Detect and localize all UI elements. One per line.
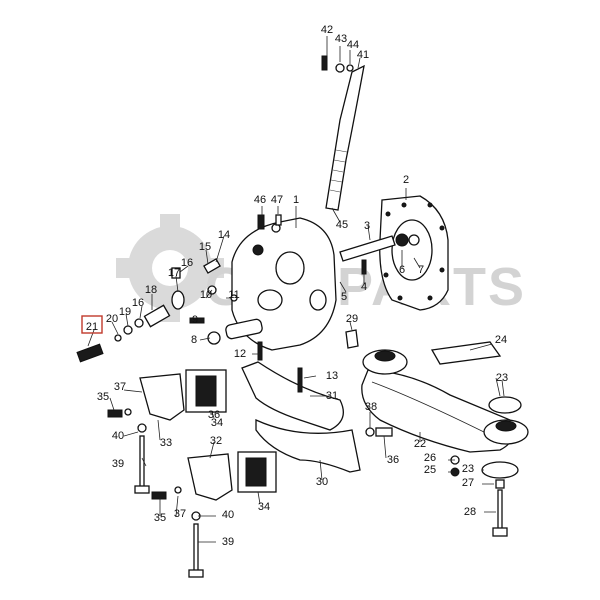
callout-47: 47 (271, 194, 283, 206)
clip-part (345, 329, 359, 349)
callout-29: 29 (346, 313, 358, 325)
callout-32: 32 (210, 435, 222, 447)
shaft-part (339, 235, 396, 262)
callout-18: 18 (145, 284, 157, 296)
callout-22: 22 (414, 438, 426, 450)
callout-14: 14 (218, 229, 230, 241)
strap-part (321, 55, 365, 211)
highlight-box (81, 315, 103, 334)
callout-38: 38 (365, 401, 377, 413)
callout-23: 23 (496, 372, 508, 384)
callout-36: 36 (208, 409, 220, 421)
callout-36: 36 (387, 454, 399, 466)
callout-17: 17 (168, 267, 180, 279)
callout-23: 23 (462, 463, 474, 475)
callout-43: 43 (335, 33, 347, 45)
rubber-mount-upper (107, 369, 227, 494)
callout-27: 27 (462, 477, 474, 489)
callout-40: 40 (222, 509, 234, 521)
callout-7: 7 (418, 264, 424, 276)
callout-26: 26 (424, 452, 436, 464)
callout-35: 35 (97, 391, 109, 403)
callout-12: 12 (234, 348, 246, 360)
callout-16: 16 (181, 257, 193, 269)
callout-24: 24 (495, 334, 507, 346)
callout-46: 46 (254, 194, 266, 206)
callout-13: 13 (326, 370, 338, 382)
callout-39: 39 (112, 458, 124, 470)
callout-34: 34 (211, 417, 223, 429)
callout-8: 8 (191, 334, 197, 346)
callout-37: 37 (174, 508, 186, 520)
callout-21-highlighted: 21 (86, 321, 98, 333)
callout-20: 20 (106, 313, 118, 325)
side-cover (379, 195, 449, 311)
pin-part (361, 259, 367, 275)
callout-35: 35 (154, 512, 166, 524)
callout-31: 31 (326, 390, 338, 402)
callout-6: 6 (399, 264, 405, 276)
callout-1: 1 (293, 194, 299, 206)
callout-28: 28 (464, 506, 476, 518)
callout-11: 11 (228, 289, 239, 301)
callout-10: 10 (200, 289, 212, 301)
callout-39: 39 (222, 536, 234, 548)
callout-15: 15 (199, 241, 211, 253)
callout-37: 37 (114, 381, 126, 393)
callout-34: 34 (258, 501, 270, 513)
bracket-part (430, 341, 502, 365)
mount-bracket (241, 361, 393, 473)
leader-lines (87, 36, 505, 543)
callout-40: 40 (112, 430, 124, 442)
callout-45: 45 (336, 219, 348, 231)
callout-19: 19 (119, 306, 131, 318)
callout-4: 4 (361, 281, 367, 293)
selector-parts (76, 258, 263, 363)
callout-2: 2 (403, 174, 409, 186)
transmission-housing (231, 214, 337, 351)
callout-5: 5 (341, 291, 347, 303)
callout-44: 44 (347, 39, 359, 51)
callout-41: 41 (357, 49, 369, 61)
callout-9: 9 (192, 314, 198, 326)
callout-33: 33 (160, 437, 172, 449)
callout-42: 42 (321, 24, 333, 36)
callout-16: 16 (132, 297, 144, 309)
callout-3: 3 (364, 220, 370, 232)
callout-30: 30 (316, 476, 328, 488)
rubber-mount-lower (151, 451, 277, 578)
callout-25: 25 (424, 464, 436, 476)
